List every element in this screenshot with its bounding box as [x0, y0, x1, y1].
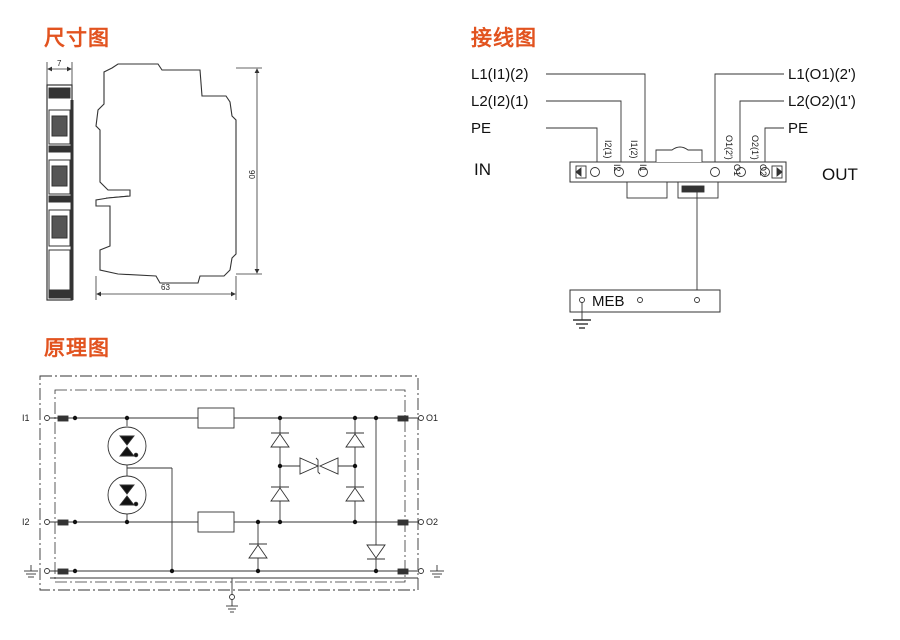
diode-5 — [248, 543, 268, 559]
ground-icon — [573, 302, 591, 329]
diode-3 — [345, 432, 365, 448]
gas-discharge-tube-top — [107, 426, 147, 466]
diode-6 — [366, 544, 386, 560]
wiring-diagram — [546, 73, 787, 329]
resistor-top — [197, 407, 235, 429]
schematic-diagram — [24, 375, 444, 613]
schematic-terminal-i2: I2 — [22, 517, 30, 527]
schematic-diagram-title: 原理图 — [44, 336, 110, 360]
label-l1-in: L1(I1)(2) — [471, 66, 529, 83]
dimension-drawing-title: 尺寸图 — [44, 26, 110, 50]
terminal-label-o2: O2 — [758, 164, 768, 176]
terminal-block — [569, 146, 787, 199]
ground-icon-schematic-bottom — [226, 600, 238, 613]
dimension-width-bottom: 63 — [161, 283, 170, 292]
terminal-label-i2-1: I2(1) — [603, 140, 613, 159]
label-out: OUT — [822, 165, 858, 184]
label-meb: MEB — [592, 293, 625, 310]
meb-bar — [569, 289, 721, 313]
diode-4 — [345, 486, 365, 502]
device-front-view — [46, 84, 74, 301]
ground-icon-schematic-right — [430, 565, 444, 578]
ground-icon-schematic-left — [24, 565, 38, 578]
label-l2-in: L2(I2)(1) — [471, 93, 529, 110]
label-l1-out: L1(O1)(2') — [788, 66, 856, 83]
dimension-width-top: 7 — [57, 59, 62, 68]
gas-discharge-tube-bottom — [107, 475, 147, 515]
dimension-drawing — [46, 62, 262, 301]
terminal-label-o1-2: O1(2') — [724, 135, 734, 160]
schematic-terminal-o2: O2 — [426, 517, 438, 527]
dimension-height: 90 — [247, 170, 256, 179]
terminal-label-i2: I2 — [612, 164, 622, 172]
label-l2-out: L2(O2)(1') — [788, 93, 856, 110]
terminal-label-i1-2: I1(2) — [629, 140, 639, 159]
tvs-diode — [299, 457, 339, 475]
terminal-label-i1: I1 — [638, 164, 648, 172]
schematic-terminal-o1: O1 — [426, 413, 438, 423]
label-pe-in: PE — [471, 120, 491, 137]
diode-2 — [270, 486, 290, 502]
schematic-terminal-i1: I1 — [22, 413, 30, 423]
wiring-diagram-title: 接线图 — [471, 26, 537, 50]
resistor-bottom — [197, 511, 235, 533]
device-side-view — [95, 63, 237, 284]
label-pe-out: PE — [788, 120, 808, 137]
terminal-label-o1: O1 — [732, 164, 742, 176]
label-in: IN — [474, 160, 491, 179]
terminal-label-o2-1: O2(1') — [750, 135, 760, 160]
diode-1 — [270, 432, 290, 448]
